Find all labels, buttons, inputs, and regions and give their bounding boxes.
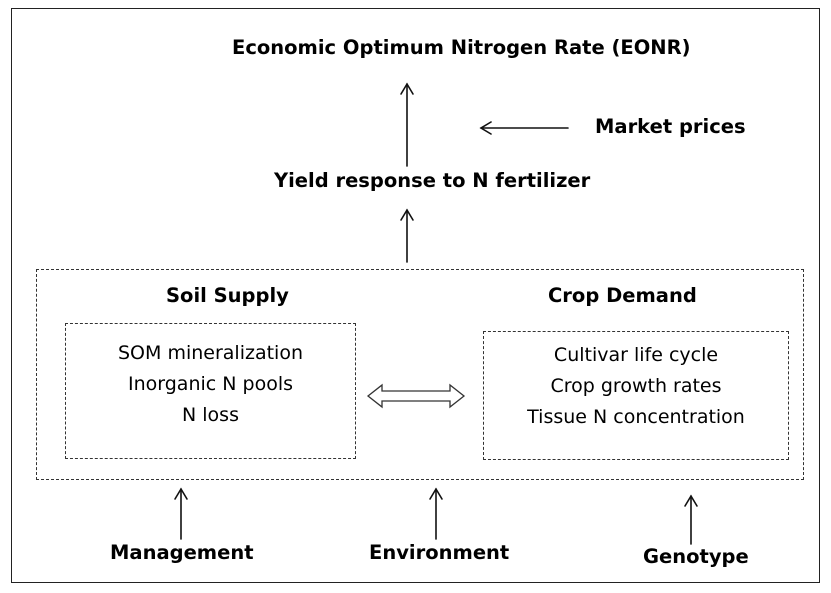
crop-demand-box: Cultivar life cycle Crop growth rates Ti… <box>483 331 789 460</box>
arrow-up-to-eonr <box>400 82 414 167</box>
soil-item-inorganic-pools: Inorganic N pools <box>128 373 293 395</box>
management-label: Management <box>110 541 254 564</box>
crop-item-tissue-n: Tissue N concentration <box>527 406 745 428</box>
yield-response-label: Yield response to N fertilizer <box>274 169 591 192</box>
soil-supply-heading: Soil Supply <box>166 284 289 307</box>
market-prices-label: Market prices <box>595 115 746 138</box>
arrow-market-left <box>479 121 569 135</box>
soil-supply-box: SOM mineralization Inorganic N pools N l… <box>65 323 356 459</box>
environment-label: Environment <box>369 541 510 564</box>
arrow-management-up <box>174 487 188 540</box>
arrow-environment-up <box>429 487 443 540</box>
supply-demand-box <box>36 269 804 480</box>
arrow-up-to-yield <box>400 208 414 263</box>
arrow-genotype-up <box>684 494 698 545</box>
crop-demand-heading: Crop Demand <box>548 284 697 307</box>
soil-item-mineralization: SOM mineralization <box>118 342 303 364</box>
soil-item-n-loss: N loss <box>182 404 239 426</box>
crop-item-life-cycle: Cultivar life cycle <box>553 344 719 366</box>
eonr-title: Economic Optimum Nitrogen Rate (EONR) <box>232 36 691 59</box>
diagram-frame <box>11 8 820 583</box>
genotype-label: Genotype <box>643 545 749 568</box>
crop-item-growth-rates: Crop growth rates <box>550 375 722 397</box>
double-arrow-icon <box>366 383 466 409</box>
